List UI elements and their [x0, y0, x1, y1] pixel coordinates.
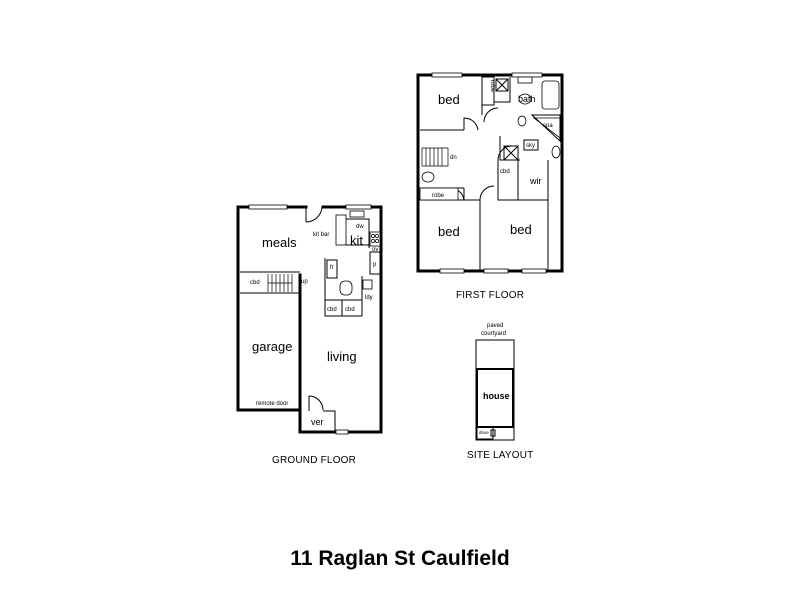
bath-tub	[541, 80, 560, 110]
laundry-trough	[362, 279, 373, 290]
label-cbd-1: cbd	[327, 307, 337, 313]
bed-window	[521, 268, 547, 274]
first-floor-caption: FIRST FLOOR	[456, 290, 524, 301]
site-layout-caption: SITE LAYOUT	[467, 450, 533, 461]
ground-floor-plan: meals kit garage living ver kit bar dw o…	[236, 204, 383, 435]
vanity-basin	[517, 115, 527, 127]
ensuite-door-swing	[497, 145, 513, 161]
site-layout-plan: paved courtyard house drive	[475, 323, 515, 441]
label-fr: fr	[330, 265, 334, 271]
kitchen-window	[345, 204, 372, 210]
bed-window	[439, 268, 465, 274]
room-label-bed-sw: bed	[438, 224, 460, 239]
cooktop-burner	[371, 234, 375, 238]
room-label-kit: kit	[350, 233, 363, 248]
first-floor-plan: bed bath bed bed wir robe spa sky dn rob…	[416, 72, 564, 274]
drive	[476, 426, 494, 440]
ensuite-basin	[551, 145, 561, 159]
label-up: up	[301, 279, 308, 285]
room-label-ver: ver	[311, 417, 324, 427]
toilet-cistern	[517, 76, 533, 84]
label-courtyard: courtyard	[481, 331, 506, 337]
ground-floor-outer-walls	[236, 205, 383, 434]
room-label-living: living	[327, 349, 357, 364]
stair-treads	[421, 147, 449, 167]
hall-toilet	[421, 171, 435, 183]
label-spa: spa	[543, 123, 553, 129]
label-p: p	[373, 262, 377, 268]
entry-door-swing	[308, 395, 324, 411]
label-kit-bar: kit bar	[313, 232, 329, 238]
bed-door-swing	[479, 185, 495, 201]
room-label-wir: wir	[529, 176, 542, 186]
room-label-meals: meals	[262, 235, 297, 250]
label-drive: drive	[479, 430, 489, 435]
label-cbd-2: cbd	[345, 307, 355, 313]
cooktop	[369, 231, 381, 247]
label-sky: sky	[526, 143, 535, 149]
label-cbd: cbd	[500, 169, 510, 175]
pantry	[369, 251, 381, 275]
kitchen-bar-bench	[335, 214, 347, 246]
site-boundary	[475, 339, 515, 441]
kitchen-sink	[349, 210, 365, 218]
room-label-bed-nw: bed	[438, 92, 460, 107]
property-address-title: 11 Raglan St Caulfield	[290, 547, 509, 570]
stair-line	[240, 271, 300, 294]
room-label-bath: bath	[518, 94, 536, 104]
verandah-wall	[323, 410, 336, 432]
label-paved: paved	[487, 323, 503, 329]
laundry-walls	[324, 258, 363, 317]
toilet	[518, 93, 532, 105]
robe-vertical	[481, 76, 495, 106]
cooktop-burner	[375, 234, 379, 238]
label-dw: dw	[356, 224, 364, 230]
stair-treads	[267, 274, 293, 292]
bed-window	[431, 72, 463, 78]
meals-window	[248, 204, 288, 210]
cooktop-burner	[371, 239, 375, 243]
label-ov: ov	[372, 247, 378, 253]
living-window	[335, 429, 349, 435]
cooktop-burner	[375, 239, 379, 243]
label-remote-door: remote door	[256, 401, 288, 407]
bed-door-swing	[463, 117, 479, 131]
label-robe-vertical: robe	[489, 80, 495, 93]
skylight	[523, 139, 539, 151]
label-ldy: ldy	[365, 295, 373, 301]
drive-marker	[490, 429, 496, 437]
linen-cupboard	[495, 78, 509, 92]
bath-window	[511, 72, 543, 78]
ground-floor-caption: GROUND FLOOR	[272, 455, 356, 466]
robe-box	[419, 187, 459, 201]
bed-window	[483, 268, 509, 274]
label-cbd-stair: cbd	[250, 280, 260, 286]
spa-outline	[530, 114, 561, 143]
label-house: house	[483, 391, 510, 401]
label-robe: robe	[432, 193, 445, 199]
room-label-bed-se: bed	[510, 222, 532, 237]
meals-door-swing	[305, 206, 323, 223]
label-dn: dn	[450, 155, 457, 161]
kitchen-bench	[346, 218, 370, 248]
fridge-space	[326, 259, 338, 279]
hall-door-swing	[483, 107, 499, 123]
house-footprint	[476, 368, 514, 428]
ensuite-shower	[503, 145, 519, 161]
room-label-garage: garage	[252, 339, 292, 354]
laundry-toilet	[339, 280, 353, 296]
